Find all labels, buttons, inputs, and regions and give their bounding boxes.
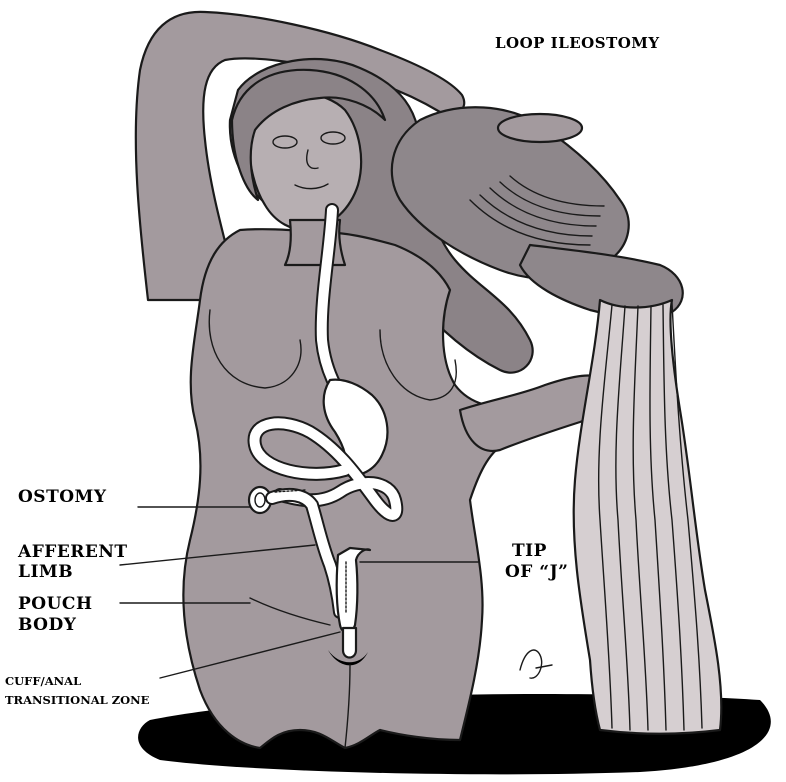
pubic-area — [328, 650, 368, 666]
diagram-title: LOOP ILEOSTOMY — [495, 34, 660, 52]
label-pouch-line2: BODY — [18, 615, 77, 635]
label-tip-line2: OF “J” — [505, 562, 568, 582]
label-tip-line1: TIP — [512, 541, 547, 561]
j-pouch — [335, 546, 372, 634]
jar-rim — [496, 112, 584, 144]
water-stream — [572, 298, 723, 735]
hip-line — [249, 597, 331, 626]
artist-signature — [519, 649, 553, 679]
leg-line — [344, 664, 351, 749]
hair-front — [230, 68, 387, 202]
anal-cuff — [341, 626, 358, 659]
staple-line-upper — [274, 489, 306, 493]
label-afferent-line2: LIMB — [18, 562, 73, 582]
water-lines — [597, 302, 703, 731]
breasts — [208, 309, 457, 401]
label-pouch-line1: POUCH — [18, 594, 93, 614]
label-cuff-line1: CUFF/ANAL — [5, 674, 81, 688]
label-afferent-line1: AFFERENT — [17, 542, 128, 562]
stomach — [322, 378, 389, 477]
face-features — [272, 131, 346, 190]
label-cuff-line2: TRANSITIONAL ZONE — [5, 693, 150, 707]
leader-lines — [119, 506, 479, 679]
jar-ribs — [469, 175, 605, 246]
label-ostomy: OSTOMY — [18, 487, 107, 507]
